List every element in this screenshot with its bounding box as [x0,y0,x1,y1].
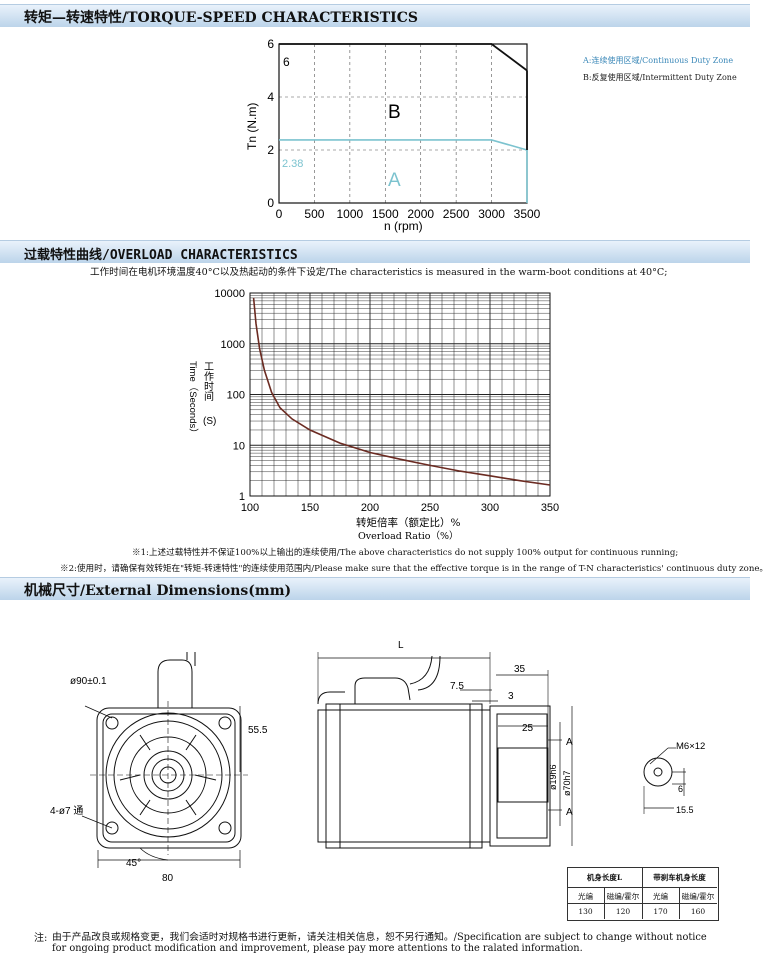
overload-chart: 100 150 200 250 300 350 1 10 100 1000 10000 工作时间 T… [187,288,559,542]
footer-note-2: for ongoing product modification and imp… [52,943,583,954]
torque-y-label: Tn (N.m) [245,103,259,150]
header-brake-length: 带刹车机身长度 [653,873,706,882]
overload-x-tick: 350 [541,502,559,514]
torque-x-tick: 2500 [443,207,470,221]
overload-condition: 工作时间在电机环境温度40°C以及热起动的条件下设定/The character… [90,267,668,278]
dim-35: 35 [514,664,526,675]
footer-note: 由于产品改良或规格变更，我们会适时对规格书进行更新，请关注相关信息，恕不另行通知… [52,932,707,943]
torque-x-tick: 1500 [372,207,399,221]
torque-series-B [279,43,528,72]
overload-y-tick: 10 [233,440,245,452]
ylabel-unit: (S) [203,416,216,427]
overload-x-tick: 200 [361,502,379,514]
value-160: 160 [690,907,706,916]
torque-x-tick: 3500 [514,207,541,221]
body-length-table: 机身长度L 带刹车机身长度 光编 磁编/霍尔 光编 磁编/霍尔 130 120 … [567,867,719,921]
dims-section-title: 机械尺寸/External Dimensions(mm) [24,583,292,599]
overload-section-title: 过载特性曲线/OVERLOAD CHARACTERISTICS [24,248,298,263]
zone-b-label: B [388,102,401,123]
sub-magnetic-2: 磁编/霍尔 [681,892,715,901]
torque-x-tick: 2000 [407,207,434,221]
section-a-bottom: A [566,807,573,818]
dim-7-5: 7.5 [450,681,464,692]
torque-section-title: 转矩—转速特性/TORQUE-SPEED CHARACTERISTICS [24,10,418,26]
value-120: 120 [615,907,631,916]
torque-speed-chart: 0 500 1000 1500 2000 2500 3000 3500 0 2 4 6 n (rpm)… [245,37,737,233]
ylabel-cn: 工作时间 [202,361,214,402]
sub-optical-2: 光编 [653,892,668,901]
overload-x-tick: 300 [481,502,499,514]
dim-holes: 4-ø7 通 [50,805,83,817]
torque-y-tick: 4 [267,90,274,104]
dim-d90: ø90±0.1 [70,676,107,687]
overload-x-tick: 100 [241,502,259,514]
torque-value-238: 2.38 [282,158,303,170]
overload-y-tick: 10000 [214,288,245,300]
torque-x-tick: 3000 [478,207,505,221]
value-130: 130 [578,907,593,916]
dim-d70: ø70h7 [562,770,572,796]
dim-80: 80 [162,873,174,884]
dim-angle: 45° [126,858,141,869]
torque-y-tick: 0 [267,196,274,210]
dim-6: 6 [678,784,683,794]
footer-note-label: 注: [34,933,48,944]
sub-optical-1: 光编 [578,892,593,901]
overload-xlabel-en: Overload Ratio（%） [358,530,458,542]
torque-x-tick: 1000 [337,207,364,221]
dimension-drawings: ø90±0.1 55.5 4-ø7 通 45° 80 L 35 7.5 3 25… [50,640,705,884]
overload-note-1: ※1:上述过载特性并不保证100%以上输出的连续使用/The above cha… [132,548,679,558]
torque-x-tick: 0 [276,207,283,221]
dim-3: 3 [508,691,514,702]
torque-x-tick: 500 [304,207,324,221]
overload-x-tick: 150 [301,502,319,514]
dim-L: L [398,640,404,651]
overload-note-2: ※2:使用时，请确保有效转矩在"转矩-转速特性"的连续使用范围内/Please … [60,564,768,574]
overload-section-header: 过载特性曲线/OVERLOAD CHARACTERISTICS [0,240,750,263]
dim-55-5: 55.5 [248,725,268,736]
sub-magnetic-1: 磁编/霍尔 [606,892,640,901]
overload-y-tick: 1000 [221,339,245,351]
overload-x-tick: 250 [421,502,439,514]
zone-a-label: A [388,170,401,191]
torque-x-label: n (rpm) [384,219,423,233]
torque-y-tick: 2 [267,143,274,157]
dim-d19: ø19h6 [548,764,558,790]
torque-value-6: 6 [283,55,290,69]
dim-m6: M6×12 [676,741,705,752]
ylabel-en: Time（Seconds） [187,361,199,438]
side-view [317,652,573,849]
overload-y-tick: 100 [227,390,245,402]
front-view [81,652,248,868]
dim-25: 25 [522,723,534,734]
section-a-top: A [566,737,573,748]
value-170: 170 [653,907,668,916]
torque-y-tick: 6 [267,37,274,51]
legend-intermittent: B:反复使用区域/Intermittent Duty Zone [583,72,737,82]
torque-series-A [279,139,528,151]
dim-15-5: 15.5 [676,805,694,815]
overload-xlabel-cn: 转矩倍率（额定比）% [356,516,460,529]
legend-continuous: A:连续使用区域/Continuous Duty Zone [582,55,733,65]
shaft-section-view [643,747,686,814]
torque-section-header: 转矩—转速特性/TORQUE-SPEED CHARACTERISTICS [0,4,750,27]
dims-section-header: 机械尺寸/External Dimensions(mm) [0,577,750,600]
overload-y-tick: 1 [239,491,245,503]
header-body-length: 机身长度L [586,873,623,882]
